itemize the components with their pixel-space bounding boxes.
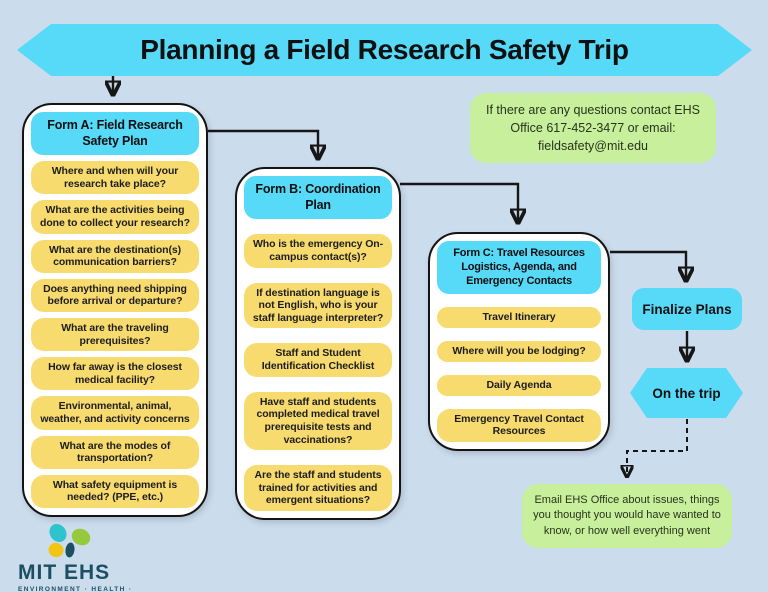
form-a-item: How far away is the closest medical faci… [31,357,199,391]
mit-ehs-flower-icon [48,523,91,558]
arrow-on-trip-to-feedback [627,419,688,476]
form-c-item: Travel Itinerary [437,307,601,329]
form-b-item: If destination language is not English, … [244,282,392,329]
form-c-item: Emergency Travel Contact Resources [437,408,601,442]
form-b-card: Form B: Coordination Plan Who is the eme… [235,167,401,520]
finalize-plans-node: Finalize Plans [632,288,742,330]
form-b-header: Form B: Coordination Plan [244,176,392,220]
form-a-card: Form A: Field Research Safety Plan Where… [22,103,208,517]
form-a-item: Environmental, animal, weather, and acti… [31,396,199,430]
form-a-item: Does anything need shipping before arriv… [31,278,199,312]
arrow-form-a-to-form-b [208,129,318,158]
mit-ehs-logo: MIT EHS ENVIRONMENT · HEALTH · SAFETY [18,522,158,592]
contact-note-text: If there are any questions contact EHS O… [485,102,700,154]
form-a-item: What are the destination(s) communicatio… [31,239,199,273]
title-banner: Planning a Field Research Safety Trip [17,24,752,76]
form-a-header: Form A: Field Research Safety Plan [31,112,199,156]
contact-note: If there are any questions contact EHS O… [470,93,716,163]
form-b-item: Have staff and students completed medica… [244,391,392,451]
mit-ehs-tagline: ENVIRONMENT · HEALTH · SAFETY [18,586,133,592]
feedback-note: Email EHS Office about issues, things yo… [522,484,732,548]
arrow-form-c-to-finalize [610,250,686,280]
form-b-item: Staff and Student Identification Checkli… [244,343,392,377]
finalize-plans-label: Finalize Plans [642,301,732,317]
on-the-trip-node: On the trip [630,368,743,418]
on-the-trip-label: On the trip [652,385,721,401]
form-c-item: Where will you be lodging? [437,341,601,362]
form-a-item: What safety equipment is needed? (PPE, e… [31,474,199,508]
form-a-item: Where and when will your research take p… [31,161,199,195]
page-title: Planning a Field Research Safety Trip [140,34,629,65]
feedback-note-text: Email EHS Office about issues, things yo… [533,493,721,537]
form-b-item: Who is the emergency On-campus contact(s… [244,234,392,268]
arrow-form-b-to-form-c [400,182,518,222]
form-c-header: Form C: Travel Resources Logistics, Agen… [437,241,601,295]
form-c-item: Daily Agenda [437,375,601,396]
form-a-item: What are the traveling prerequisites? [31,318,199,352]
form-c-card: Form C: Travel Resources Logistics, Agen… [428,232,610,451]
form-b-item: Are the staff and students trained for a… [244,465,392,511]
mit-ehs-wordmark: MIT EHS [18,561,111,584]
form-a-item: What are the activities being done to co… [31,200,199,234]
form-a-item: What are the modes of transportation? [31,435,199,469]
